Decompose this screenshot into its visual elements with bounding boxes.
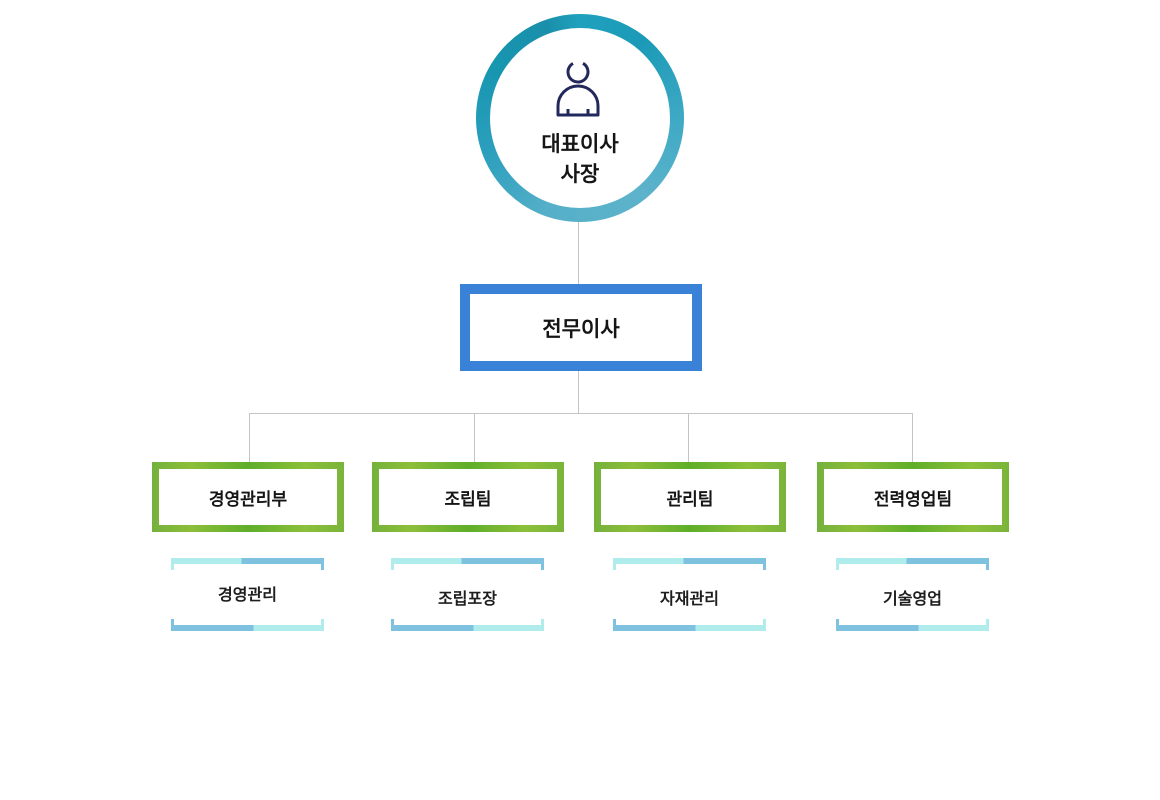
- connector-horizontal: [249, 413, 913, 414]
- connector-dept-4: [912, 413, 913, 462]
- team-border-bottom: [836, 625, 989, 631]
- department-label: 조립팀: [379, 469, 557, 525]
- team-label: 기술영업: [883, 589, 942, 608]
- department-label: 경영관리부: [159, 469, 337, 525]
- department-label: 전력영업팀: [824, 469, 1002, 525]
- team-corner: [171, 558, 174, 570]
- team-border-bottom: [391, 625, 544, 631]
- team-corner: [321, 558, 324, 570]
- team-border-top: [613, 558, 766, 564]
- department-node: 조립팀: [372, 462, 564, 532]
- team-border-top: [836, 558, 989, 564]
- ceo-node-inner: [490, 28, 670, 208]
- team-node: 자재관리: [613, 558, 766, 631]
- team-border-bottom: [171, 625, 324, 631]
- connector-ceo-executive: [578, 221, 579, 284]
- department-node: 관리팀: [594, 462, 786, 532]
- team-corner: [391, 558, 394, 570]
- team-node: 조립포장: [391, 558, 544, 631]
- connector-dept-1: [249, 413, 250, 462]
- team-node: 기술영업: [836, 558, 989, 631]
- executive-label: 전무이사: [542, 316, 620, 341]
- team-label: 조립포장: [438, 589, 497, 608]
- team-border-top: [391, 558, 544, 564]
- team-corner: [763, 558, 766, 570]
- team-border-bottom: [613, 625, 766, 631]
- connector-dept-3: [688, 413, 689, 462]
- team-border-top: [171, 558, 324, 564]
- department-node: 경영관리부: [152, 462, 344, 532]
- executive-node: 전무이사: [460, 284, 702, 371]
- connector-executive-down: [578, 371, 579, 413]
- team-corner: [541, 558, 544, 570]
- team-label: 경영관리: [218, 585, 277, 604]
- department-node: 전력영업팀: [817, 462, 1009, 532]
- person-icon: [556, 60, 600, 117]
- team-corner: [986, 558, 989, 570]
- team-label: 자재관리: [660, 589, 719, 608]
- ceo-subtitle: 사장: [560, 162, 600, 186]
- ceo-node: 대표이사 사장: [476, 14, 684, 222]
- team-node: 경영관리: [171, 558, 324, 631]
- team-corner: [613, 558, 616, 570]
- connector-dept-2: [474, 413, 475, 462]
- department-label: 관리팀: [601, 469, 779, 525]
- team-corner: [836, 558, 839, 570]
- ceo-title: 대표이사: [541, 132, 619, 156]
